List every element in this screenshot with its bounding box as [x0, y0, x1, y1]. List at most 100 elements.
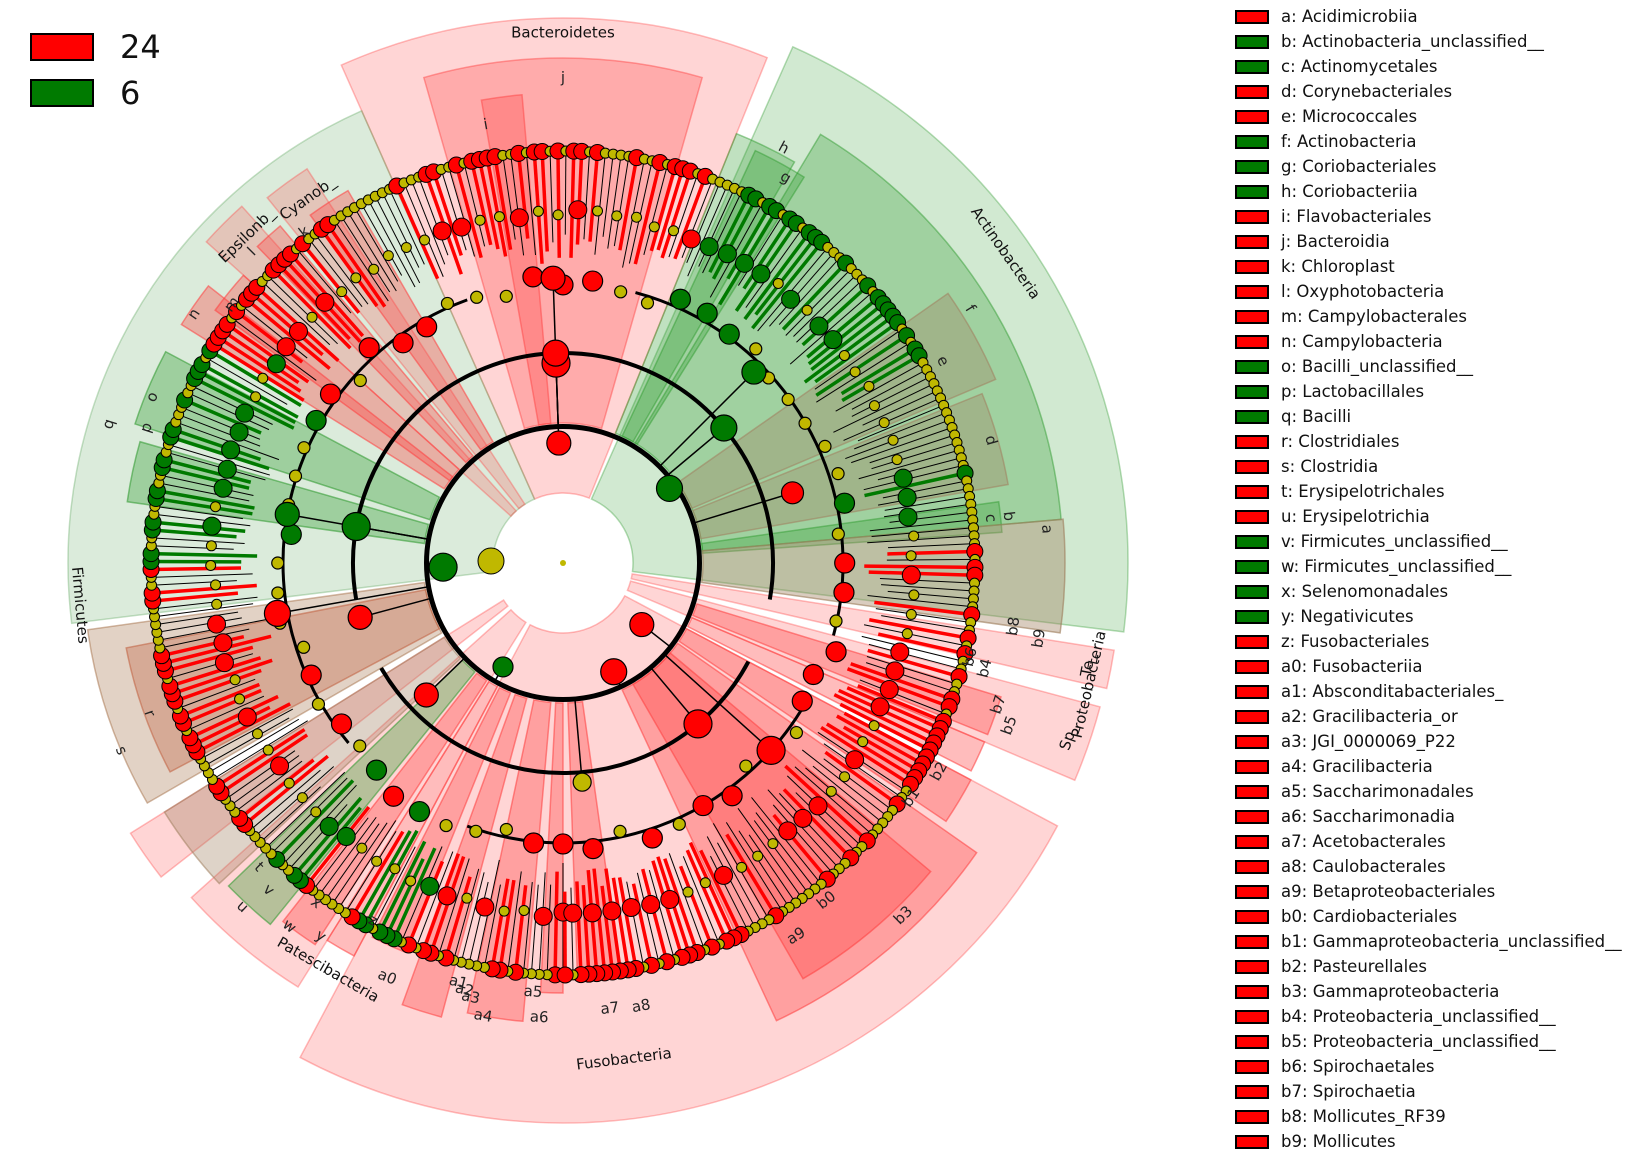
leaf-branch	[245, 297, 331, 370]
leaf-branch	[864, 471, 966, 498]
family-node	[271, 586, 285, 600]
taxa-legend-item: a6: Saccharimonadia	[1235, 804, 1622, 829]
leaf-branch	[540, 151, 549, 252]
leaf-branch	[347, 211, 397, 292]
taxon-color-swatch	[1235, 559, 1269, 574]
taxon-label: c: Actinomycetales	[1281, 57, 1438, 76]
genus-node	[371, 855, 383, 867]
genus-node	[563, 903, 583, 923]
clade-node	[710, 414, 738, 442]
leaf-branch	[208, 349, 302, 408]
leaf-branch	[884, 495, 970, 511]
group-label: 24	[120, 28, 161, 66]
leaf-branch	[158, 482, 250, 502]
clade-sector	[691, 392, 1009, 540]
clade-letter: b	[1000, 510, 1019, 521]
clade-sector	[125, 588, 441, 773]
leaf-branch	[649, 166, 677, 252]
taxon-label: b2: Pasteurellales	[1281, 957, 1427, 976]
taxon-label: a8: Caulobacterales	[1281, 857, 1446, 876]
leaf-branch	[866, 656, 957, 685]
genus-node	[641, 895, 661, 915]
leaf-branch	[843, 397, 941, 441]
leaf-branch	[296, 248, 352, 314]
taxon-color-swatch	[1235, 509, 1269, 524]
clade-node	[542, 339, 570, 367]
leaf-branch	[806, 296, 880, 359]
leaf-branch	[187, 392, 270, 431]
genus-node	[257, 372, 269, 384]
leaf-branch	[243, 754, 329, 826]
leaf-branch	[155, 611, 239, 626]
leaf-branch	[881, 615, 970, 631]
taxon-color-swatch	[1235, 884, 1269, 899]
taxon-label: b9: Mollicutes	[1281, 1132, 1396, 1151]
leaf-branch	[360, 203, 403, 276]
leaf-branch	[626, 881, 645, 968]
family-node	[739, 759, 753, 773]
leaf-branch	[167, 653, 254, 680]
genus-node	[250, 391, 262, 403]
leaf-branch	[431, 171, 463, 256]
taxon-label: e: Micrococcales	[1281, 107, 1418, 126]
taxa-legend-item: h: Coriobacteriia	[1235, 179, 1622, 204]
leaf-branch	[868, 643, 962, 670]
leaf-branch	[678, 865, 714, 948]
leaf-branch	[843, 711, 928, 759]
clade-letter: a0	[375, 965, 399, 989]
leaf-branch	[215, 728, 306, 788]
taxon-label: b: Actinobacteria_unclassified__	[1281, 32, 1544, 51]
genus-node	[205, 540, 217, 552]
genus-node	[235, 403, 255, 423]
clade-node	[347, 604, 373, 630]
leaf-branch	[748, 834, 797, 904]
clade-node	[756, 735, 786, 765]
family-node	[802, 663, 824, 686]
leaf-branch	[293, 796, 363, 877]
taxon-color-swatch	[1235, 1059, 1269, 1074]
clade-letter: a7	[600, 998, 621, 1018]
clade-letter: d	[981, 433, 1001, 447]
leaf-branch	[810, 308, 890, 371]
leaf-branch	[448, 167, 476, 257]
leaf-branch	[516, 153, 530, 239]
genus-node	[266, 354, 286, 374]
genus-node	[283, 777, 295, 789]
leaf-branch	[364, 829, 419, 926]
genus-node	[734, 253, 754, 273]
taxa-legend-item: c: Actinomycetales	[1235, 54, 1622, 79]
taxon-label: g: Coriobacteriales	[1281, 157, 1437, 176]
taxa-legend-item: b8: Mollicutes_RF39	[1235, 1104, 1622, 1129]
taxa-legend-item: a7: Acetobacterales	[1235, 829, 1622, 854]
leaf-branch	[869, 519, 973, 532]
leaf-branch	[201, 362, 299, 419]
taxon-label: m: Campylobacterales	[1281, 307, 1468, 326]
group-label: 6	[120, 74, 141, 112]
family-node	[288, 469, 303, 483]
genus-node	[211, 598, 223, 610]
leaf-branch	[305, 806, 371, 887]
taxa-legend-item: b1: Gammaproteobacteria_unclassified__	[1235, 929, 1622, 954]
group-legend-item: 24	[30, 24, 161, 70]
leaf-branch	[686, 181, 721, 264]
leaf-branch	[444, 876, 472, 959]
clade-node	[540, 265, 566, 291]
genus-node	[315, 292, 335, 312]
leaf-branch	[668, 173, 699, 258]
family-node	[798, 416, 812, 430]
taxon-label: b5: Proteobacteria_unclassified__	[1281, 1032, 1556, 1051]
leaf-branch	[570, 887, 574, 975]
genus-node	[845, 750, 865, 770]
taxon-label: x: Selenomonadales	[1281, 582, 1449, 601]
leaf-branch	[410, 179, 446, 265]
genus-node	[533, 906, 553, 926]
clade-node	[629, 611, 655, 638]
taxon-label: v: Firmicutes_unclassified__	[1281, 532, 1508, 551]
leaf-branch	[815, 334, 908, 397]
taxon-label: a4: Gracilibacteria	[1281, 757, 1433, 776]
genus-node	[838, 350, 850, 362]
taxa-legend-item: b4: Proteobacteria_unclassified__	[1235, 1004, 1622, 1029]
leaf-branch	[325, 823, 380, 900]
leaf-branch	[331, 822, 388, 905]
leaf-branch	[801, 284, 869, 347]
